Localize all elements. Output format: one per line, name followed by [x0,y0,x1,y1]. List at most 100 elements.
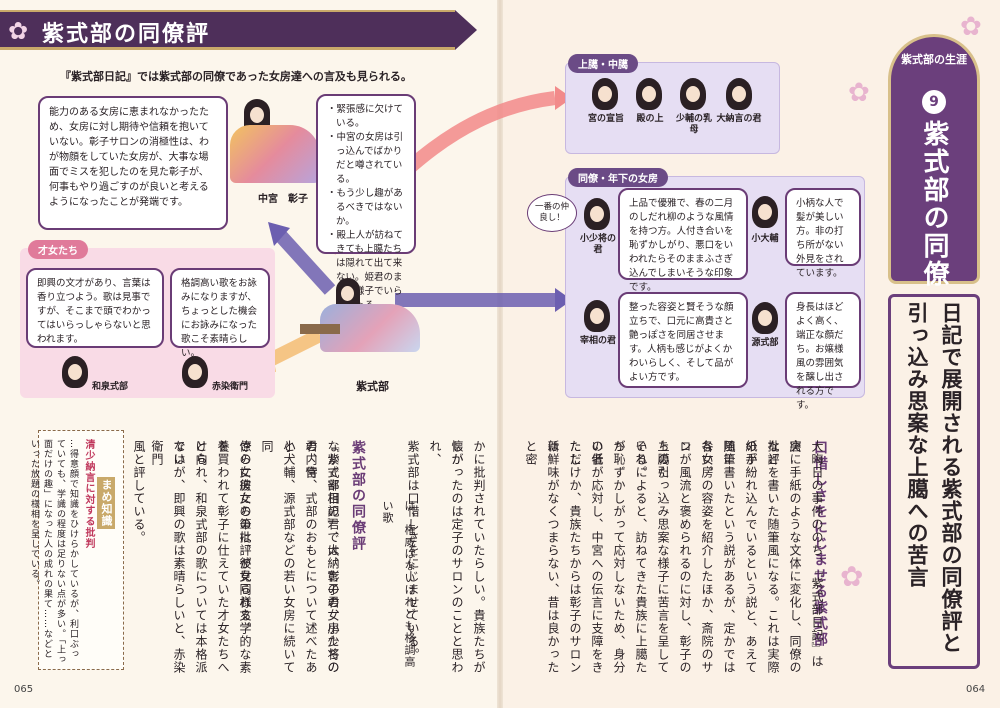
koshosho-name: 小少将の君 [579,234,616,255]
body-column: の内侍、式部のおもとについて述べたあと、 [282,440,318,674]
body-column: 『紫式部日記』では、彰子の女房たちの [326,440,340,674]
jorou-name: 殿の上 [636,114,664,124]
izumi-bubble: 即興の文才があり、言葉は香り立つよう。歌は見事ですが、そこまで頭でわかってはいら… [26,268,164,348]
otayu-description: 小柄な人で髪が美しい方。非の打ち所がない外見をされています。 [796,198,844,279]
jorou-portrait-4 [726,78,752,110]
jorou-portrait-1 [592,78,618,110]
body-column: しがったのは定子のサロンのことと思われ、 [428,440,464,674]
genshikibu-description: 身長はほどよく高く、端正な顔だち。お嬢様風の雰囲気を醸し出される方です。 [796,302,844,411]
shoshi-description: 能力のある女房に恵まれなかったため、女房に対し期待や信頼を抱いていない。彰子サロ… [49,107,209,208]
koshosho-portrait [584,198,610,230]
body-column: は、権威はないけれども格調高い歌 [381,500,416,668]
chapter-number: 9 [922,90,946,114]
akazome-portrait [182,356,208,388]
arrow-to-shoshi [274,230,336,295]
court-criticism-item: 緊張感に欠けている。 [327,103,405,131]
body-column: 新鮮味がなくつまらない、昔は良かったと密 [524,440,560,674]
page-gutter [497,0,503,708]
friend-note-text: 一番の仲良し！ [534,202,569,223]
jorou-name: 宮の宣旨 [587,114,624,124]
body-column: 僚の女房たちの批評が見られる。 [238,440,252,635]
body-column: ちの引っ込み思案な様子に苦言を呈している。 [634,440,670,674]
koshosho-bubble: 上品で優雅で、春の二月のしだれ柳のような風情を持つ方。人付き合いを恥ずかしがり、… [618,188,748,293]
murasaki-figure [300,278,420,368]
court-criticism-item: もう少し趣があるべきではないか。 [327,187,405,229]
body-column: ただけか、貴族たちからは彰子のサロンは [546,440,582,674]
main-title-line-1: 日記で展開される紫式部の同僚評と [939,302,963,654]
body-column: などを書いた随筆風になる。これは実際の手 [744,440,780,674]
saisho-name: 宰相の君 [579,336,616,346]
izumi-portrait [62,356,88,388]
sakura-icon: ✿ [848,78,870,108]
main-title-line-2: 引っ込み思案な上臈への苦言 [905,302,929,588]
body-column: 紙が紛れ込んでいるという説と、あえて随筆 [722,440,758,674]
akazome-description: 格調高い歌をお詠みになりますが、ちょっとした機会にお詠みになった歌こそ素晴らしい… [181,278,258,359]
genshikibu-bubble: 身長はほどよく高く、端正な顔だち。お嬢様風の雰囲気を醸し出される方です。 [785,292,861,411]
body-column: 各女房の容姿を紹介したほか、斎院のサロ [678,440,714,674]
mame-head: まめ知識 [97,477,115,529]
izumi-name: 和泉式部 [92,382,129,392]
saijo-tag: 才女たち [28,240,88,259]
body-column: 風と評している。 [132,440,146,544]
sakura-icon: ✿ [960,12,982,42]
shoshi-label: 中宮 彰子 [258,194,308,205]
mame-title: 清少納言に対する批判 [83,439,94,549]
saisho-description: 整った容姿と賢そうな顔立ちで、口元に高貴さと艶っぽさを同居させます。人柄も感じが… [629,302,734,383]
body-column: ないが、即興の歌は素晴らしいと、赤染衛門 [150,440,186,674]
chapter-series: 紫式部の生涯 [901,53,967,66]
otayu-portrait [752,196,778,228]
shoshi-figure [230,95,320,185]
title-panel [888,294,980,669]
jorou-name: 少輔の乳母 [675,114,712,135]
saisho-portrait [584,300,610,332]
murasaki-label: 紫式部 [356,380,389,393]
jorou-portrait-3 [680,78,706,110]
mame-text: …得意顔で知識をひけらかしているが、利口ぶっていても、学識の程度は足りない点が多… [29,439,78,665]
body-column: かに批判されていたらしい。貴族たちが懐か [450,440,486,674]
jorou-tag: 上臈・中臈 [568,54,638,73]
akazome-bubble: 格調高い歌をお詠みになりますが、ちょっとした機会にお詠みになった歌こそ素晴らしい… [170,268,270,359]
saisho-bubble: 整った容姿と賢そうな顔立ちで、口元に高貴さと艶っぽさを同居させます。人柄も感じが… [618,292,748,388]
otayu-bubble: 小柄な人で髪が美しい方。非の打ち所がない外見をされています。 [785,188,861,279]
page-title: 紫式部の同僚評 [42,22,211,47]
body-column: それによると、訪ねてきた貴族に上臈たち [612,440,648,674]
body-column: 風に書いたという説があるが、定かではない。 [700,440,736,674]
header-bar: ✿ 紫式部の同僚評 [0,10,477,50]
otayu-name: 小大輔 [751,234,779,244]
page-number-left: 065 [14,684,34,695]
court-criticism-bubble: 緊張感に欠けている。 中宮の女房は引っ込んでばかりだと噂されている。 もう少し趣… [316,94,416,311]
jorou-portrait-2 [636,78,662,110]
body-column: い者が応対し、中宮への伝言に支障をきたし [568,440,604,674]
body-column: ンが風流と褒められるのに対し、彰子の上臈た [656,440,692,674]
court-criticism-item: 中宮の女房は引っ込んでばかりだと噂されている。 [327,131,405,187]
left-section-title: 紫式部の同僚評 [350,440,366,552]
genshikibu-name: 源式部 [751,338,779,348]
doryo-tag: 同僚・年下の女房 [568,168,668,187]
body-column: を買われて彰子に仕えていた才女たちへと向 [194,440,230,674]
genshikibu-portrait [752,302,778,334]
body-column: 大晦日の事件ののち、『紫式部日記』は唐 [788,440,824,668]
arrow-head-shoshi [268,222,290,246]
arrow-head-doryo [555,288,572,312]
friend-note: 一番の仲良し！ [527,194,577,232]
mame-chishiki-box: まめ知識 清少納言に対する批判 …得意顔で知識をひけらかしているが、利口ぶってい… [29,430,124,670]
body-column: 紫式部は口惜しさをにじませている。 [406,440,420,661]
chapter-badge [888,34,980,284]
akazome-name: 赤染衛門 [212,382,249,392]
jorou-name: 大納言の君 [716,114,762,124]
right-section-title: 口惜しさをにじませる紫式部 [812,440,828,648]
chapter-side-panel: 紫式部の生涯 9 紫式部の同僚 日記で展開される紫式部の同僚評と 引っ込み思案な… [888,34,980,674]
body-column: 小大輔、源式部などの若い女房に続いて同 [260,440,296,674]
arrow-to-saijo [266,328,324,367]
body-column: なかで宰相の君、大納言の君、小少将の君、宮 [304,440,340,674]
sakura-icon: ✿ [7,17,29,45]
chapter-title: 紫式部の同僚 [919,120,949,288]
intro-text: 『紫式部日記』では紫式部の同僚であった女房達への言及も見られる。 [60,70,412,83]
koshosho-description: 上品で優雅で、春の二月のしだれ柳のような風情を持つ方。人付き合いを恥ずかしがり、… [629,198,734,293]
shoshi-description-bubble: 能力のある女房に恵まれなかったため、女房に対し期待や信頼を抱いていない。彰子サロ… [38,96,228,230]
arrow-head-jorou [555,86,572,110]
body-column: さらに彼女の筆は、彼女同様文学的な素養 [216,440,252,674]
body-column: けられ、和泉式部の歌については本格派では [172,440,208,674]
izumi-description: 即興の文才があり、言葉は香り立つよう。歌は見事ですが、そこまで頭でわかってはいら… [37,278,151,345]
body-column: が恥ずかしがって応対しないため、身分の低 [590,440,626,674]
